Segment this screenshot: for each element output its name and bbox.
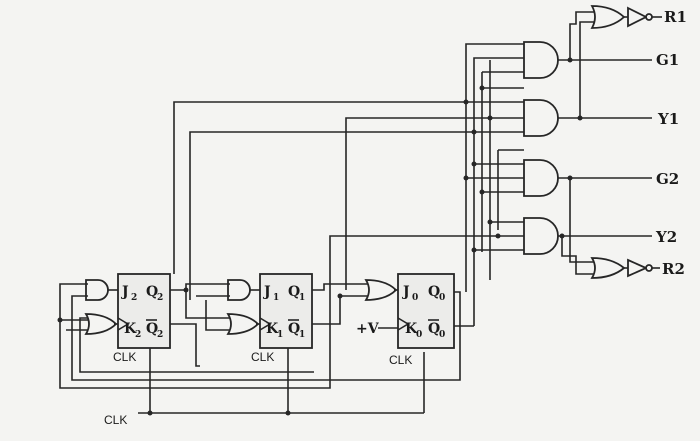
- junction: [471, 161, 477, 167]
- junction: [471, 247, 477, 253]
- junction: [487, 219, 493, 225]
- ff1-k-sub: 1: [277, 330, 283, 340]
- ff2-q-wire: [170, 283, 230, 291]
- output-label-y2: Y2: [655, 228, 677, 246]
- ff1-j-label: J: [262, 284, 271, 300]
- junction: [337, 293, 343, 299]
- r1-inverter-bubble: [645, 13, 653, 21]
- ff1-clk-label: CLK: [251, 350, 274, 364]
- r1-inverter: [627, 6, 649, 28]
- output-label-r1: R1: [664, 8, 687, 26]
- ff2-qbar-sub: 2: [157, 330, 163, 340]
- junction: [463, 175, 469, 181]
- junction: [463, 99, 469, 105]
- junction: [577, 115, 583, 121]
- ff2-clk-label: CLK: [113, 350, 136, 364]
- feedback-wire: [59, 283, 331, 389]
- ff2-qbar-wire: [170, 323, 200, 367]
- junction: [479, 189, 485, 195]
- and-gate-y2: [523, 217, 559, 255]
- and-gate-g2: [523, 159, 559, 197]
- ff0-k-sub: 0: [416, 330, 422, 340]
- flip-flop-1: [259, 273, 313, 349]
- ff2-k-or-gate: [84, 313, 118, 335]
- junction: [567, 175, 573, 181]
- r2-feed-wire: [569, 178, 594, 263]
- junction: [495, 233, 501, 239]
- ff1-k-or-gate: [226, 313, 260, 335]
- r1-feed-wire: [569, 11, 594, 60]
- ff2-qbar-label: Q: [146, 321, 158, 337]
- bus-rail: [473, 57, 524, 326]
- ff0-q-label: Q: [428, 284, 440, 300]
- clock-junction: [147, 410, 153, 416]
- ff2-q-bus: [173, 101, 524, 274]
- r1-feed-wire: [579, 21, 594, 118]
- output-label-y1: Y1: [657, 110, 679, 128]
- ff0-qbar-label: Q: [428, 321, 440, 337]
- flip-flop-2: [117, 273, 171, 349]
- flip-flop-0: [397, 273, 455, 349]
- clock-input-label: CLK: [104, 413, 127, 427]
- ff1-k-label: K: [266, 321, 279, 337]
- feedback-wire: [79, 317, 314, 373]
- ff1-j-sub: 1: [273, 293, 279, 303]
- ff1-qbar-sub: 1: [299, 330, 305, 340]
- wire: [185, 290, 230, 319]
- junction: [487, 115, 493, 121]
- ff2-qbar-bus: [189, 131, 524, 300]
- ff1-clock-triangle: [259, 317, 272, 331]
- ff0-j-or-gate: [364, 279, 398, 301]
- and-gate-y1: [523, 99, 559, 137]
- junction: [479, 85, 485, 91]
- junction: [567, 57, 573, 63]
- ff0-clock-triangle: [397, 317, 410, 331]
- ff2-q-sub: 2: [157, 293, 163, 303]
- ff1-qbar-wire: [312, 295, 368, 325]
- feedback-wire: [71, 291, 461, 381]
- ff2-q-label: Q: [146, 284, 158, 300]
- ff0-q-sub: 0: [439, 293, 445, 303]
- r1-or-gate: [590, 5, 626, 29]
- junction: [471, 129, 477, 135]
- r2-feed-wire: [561, 236, 594, 275]
- ff1-j-and-gate: [227, 279, 251, 301]
- ff0-j-sub: 0: [412, 293, 418, 303]
- ff0-k-label: K: [405, 321, 418, 337]
- supply-label: +V: [356, 321, 380, 337]
- ff1-q-wire: [312, 283, 368, 291]
- ff0-qbar-sub: 0: [439, 330, 445, 340]
- ff2-j-sub: 2: [131, 293, 137, 303]
- ff2-k-sub: 2: [135, 330, 141, 340]
- and-gate-g1: [523, 41, 559, 79]
- ff1-q-bus: [345, 117, 524, 290]
- r2-inverter: [627, 258, 649, 278]
- output-label-g2: G2: [656, 170, 679, 188]
- ff2-clock-triangle: [117, 317, 130, 331]
- ff1-qbar-label: Q: [288, 321, 300, 337]
- ff1-q-sub: 1: [299, 293, 305, 303]
- r2-inverter-bubble: [645, 264, 653, 272]
- ff2-k-label: K: [124, 321, 137, 337]
- ff1-q-label: Q: [288, 284, 300, 300]
- clock-junction: [285, 410, 291, 416]
- wire: [205, 300, 230, 331]
- output-label-r2: R2: [662, 260, 685, 278]
- ff0-clk-label: CLK: [389, 353, 412, 367]
- ff2-j-and-gate: [85, 279, 109, 301]
- output-label-g1: G1: [656, 51, 679, 69]
- bus-rail: [465, 43, 524, 292]
- junction: [559, 233, 565, 239]
- r2-or-gate: [590, 257, 626, 279]
- ff0-j-label: J: [401, 284, 410, 300]
- ff1-qbar-bus: [329, 235, 524, 298]
- ff2-j-label: J: [120, 284, 129, 300]
- junction: [183, 287, 189, 293]
